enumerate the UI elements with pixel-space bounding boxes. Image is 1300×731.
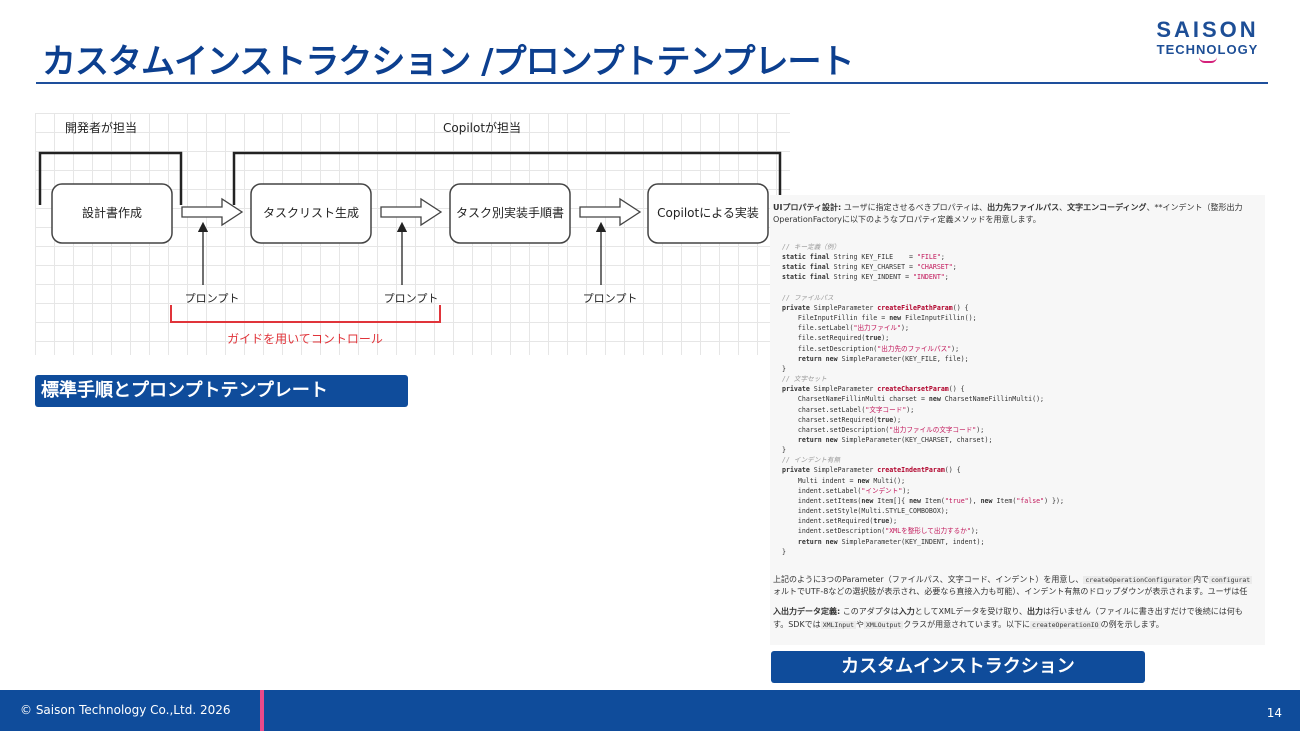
- code-block: // キー定義（例） static final String KEY_FILE =…: [782, 242, 1064, 557]
- title-divider: [36, 82, 1268, 84]
- code-line: // キー定義（例）: [782, 243, 841, 251]
- code-line: // ファイルパス: [782, 293, 834, 302]
- code-line: // インデント有無: [782, 456, 841, 465]
- code-line: indent.setItems(new Item[]{ new Item("tr…: [782, 496, 1064, 505]
- code-line: static final String KEY_CHARSET = "CHARS…: [782, 263, 957, 272]
- code-line: indent.setRequired(true);: [782, 517, 898, 526]
- code-line: return new SimpleParameter(KEY_INDENT, i…: [797, 537, 985, 546]
- caption-right: カスタムインストラクション: [771, 651, 1145, 683]
- copyright: © Saison Technology Co.,Ltd. 2026: [20, 703, 231, 717]
- code-line: indent.setStyle(Multi.STYLE_COMBOBOX);: [782, 507, 949, 516]
- code-line: file.setDescription("出力先のファイルパス");: [782, 344, 960, 353]
- code-line: }: [782, 547, 786, 556]
- code-line: // 文字セット: [782, 375, 827, 384]
- code-line: charset.setDescription("出力ファイルの文字コード");: [782, 425, 985, 434]
- workflow-diagram: 開発者が担当 Copilotが担当 設計書作成プロンプト タスクリスト生成プロンプ…: [35, 113, 790, 355]
- flow-arrow: [579, 197, 642, 227]
- doc-para-2: OperationFactoryに以下のようなプロパティ定義メソッドを用意します…: [773, 215, 1041, 224]
- code-line: indent.setLabel("インデント");: [782, 486, 911, 495]
- code-line: file.setRequired(true);: [782, 334, 890, 343]
- step-label: タスク別実装手順書: [456, 205, 564, 220]
- code-line: }: [782, 446, 786, 455]
- guide-label: ガイドを用いてコントロール: [227, 332, 383, 346]
- copilot-label: Copilotが担当: [443, 120, 521, 135]
- step-box: [449, 183, 571, 244]
- code-line: private SimpleParameter createIndentPara…: [782, 466, 961, 475]
- developer-bracket: [38, 151, 183, 205]
- step-label: タスクリスト生成: [263, 206, 359, 220]
- code-line: FileInputFillin file = new FileInputFill…: [782, 314, 977, 323]
- step-box: [51, 183, 173, 244]
- footer-accent: [260, 690, 264, 731]
- step-label: 設計書作成: [82, 205, 142, 220]
- doc-para-1: UIプロパティ設計: ユーザに指定させるべきプロパティは、出力先ファイルパス、文…: [773, 203, 1243, 212]
- logo-line2: TECHNOLOGY: [1156, 42, 1259, 57]
- code-line: file.setLabel("出力ファイル");: [782, 324, 909, 333]
- instruction-document: UIプロパティ設計: ユーザに指定させるべきプロパティは、出力先ファイルパス、文…: [770, 195, 1265, 645]
- code-line: Multi indent = new Multi();: [782, 476, 906, 485]
- step-label: Copilotによる実装: [657, 205, 759, 220]
- code-line: private SimpleParameter createFilePathPa…: [782, 303, 969, 312]
- flow-arrow: [380, 197, 443, 227]
- prompt-label: プロンプト: [583, 292, 638, 305]
- flow-arrow: [181, 197, 244, 227]
- code-line: charset.setRequired(true);: [782, 415, 902, 424]
- footer: © Saison Technology Co.,Ltd. 2026 14: [0, 690, 1300, 731]
- caption-left: 標準手順とプロンプトテンプレート: [35, 375, 408, 407]
- code-line: charset.setLabel("文字コード");: [782, 405, 915, 414]
- code-line: return new SimpleParameter(KEY_FILE, fil…: [797, 354, 969, 363]
- logo-smile: [1198, 57, 1217, 63]
- doc-para-4: ォルトでUTF-8などの選択肢が表示され、必要なら直接入力も可能）、インデント有…: [773, 587, 1248, 596]
- page-title: カスタムインストラクション /プロンプトテンプレート: [42, 42, 855, 82]
- code-line: }: [782, 364, 786, 373]
- code-line: [782, 283, 1064, 293]
- step-box: [250, 183, 372, 244]
- logo-line1: SAISON: [1156, 17, 1259, 42]
- code-line: private SimpleParameter createCharsetPar…: [782, 385, 965, 394]
- code-line: static final String KEY_FILE = "FILE";: [782, 253, 945, 262]
- page-number: 14: [1266, 706, 1282, 720]
- saison-technology-logo: SAISON TECHNOLOGY: [1150, 18, 1265, 63]
- developer-label: 開発者が担当: [65, 120, 137, 135]
- prompt-label: プロンプト: [185, 292, 240, 305]
- prompt-label: プロンプト: [384, 292, 439, 305]
- step-box: [647, 183, 769, 244]
- doc-para-3: 上記のように3つのParameter（ファイルパス、文字コード、インデント）を用…: [773, 575, 1253, 584]
- doc-para-5: 入出力データ定義: このアダプタは入力としてXMLデータを受け取り、出力は行いま…: [773, 607, 1243, 616]
- code-line: CharsetNameFillinMulti charset = new Cha…: [782, 395, 1045, 404]
- copilot-bracket: [232, 151, 782, 205]
- code-line: return new SimpleParameter(KEY_CHARSET, …: [797, 435, 993, 444]
- code-line: static final String KEY_INDENT = "INDENT…: [782, 273, 949, 282]
- guide-bracket: [170, 305, 441, 323]
- code-line: indent.setDescription("XMLを整形して出力するか");: [782, 527, 979, 536]
